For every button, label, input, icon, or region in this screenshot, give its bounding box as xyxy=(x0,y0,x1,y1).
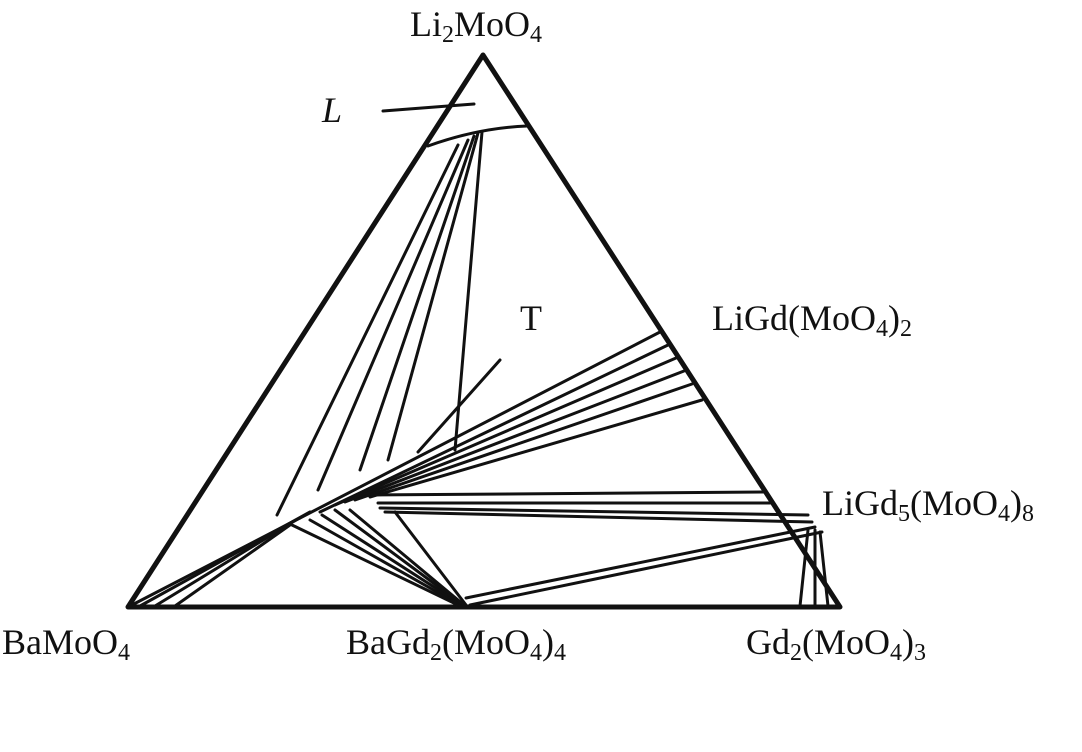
compound-label-ligdmoo42: LiGd(MoO4)2 xyxy=(712,298,912,342)
liquid-pointer xyxy=(381,102,476,113)
triangle-outline xyxy=(125,52,843,610)
tie-lines-bagd2 xyxy=(290,508,824,607)
compound-label-bagd2moo44: BaGd2(MoO4)4 xyxy=(346,622,566,666)
vertex-label-gd2moo43: Gd2(MoO4)3 xyxy=(746,622,926,666)
tie-lines-ligd5 xyxy=(370,490,814,524)
vertex-label-li2moo4: Li2MoO4 xyxy=(410,4,543,48)
tie-lines-bamoo4 xyxy=(128,510,312,608)
vertex-label-bamoo4: BaMoO4 xyxy=(2,622,130,666)
tie-lines-ligd-moo4-2 xyxy=(298,330,704,520)
region-label-ternary: T xyxy=(520,298,542,338)
tie-lines-gd2 xyxy=(798,528,830,608)
tie-lines-from-liquid xyxy=(275,130,484,517)
compound-label-ligd5moo48: LiGd5(MoO4)8 xyxy=(822,483,1034,527)
region-label-liquid: L xyxy=(322,90,343,130)
